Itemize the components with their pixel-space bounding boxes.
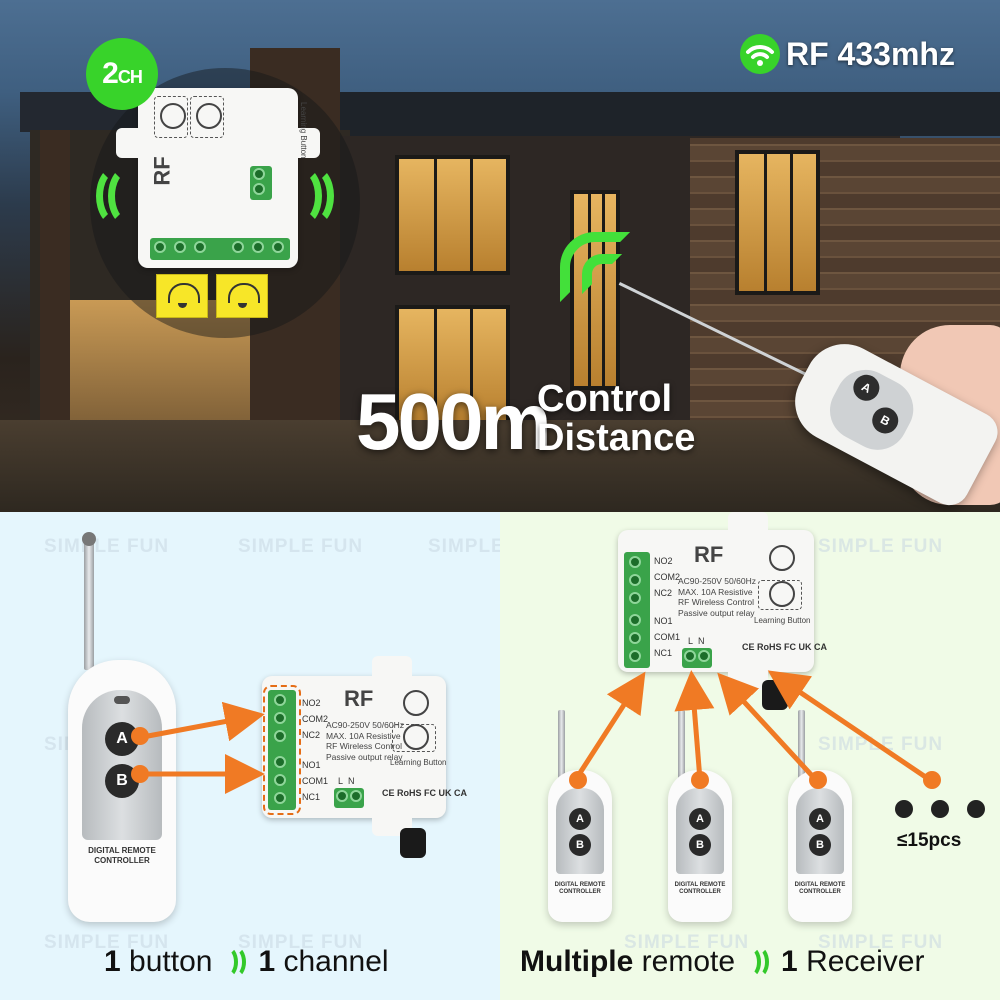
relay-terminal-block — [263, 685, 301, 815]
remote-button-a[interactable]: A — [809, 808, 831, 830]
power-terminal — [250, 166, 272, 200]
terminal-label: NO2 — [302, 698, 321, 708]
learning-button[interactable] — [392, 724, 436, 752]
remote-button-b[interactable]: B — [689, 834, 711, 856]
antenna-wire — [762, 680, 788, 710]
signal-wave-icon — [300, 166, 334, 226]
distance-value: 500m — [356, 377, 552, 466]
signal-wave-icon — [222, 946, 248, 978]
remote-antenna — [84, 540, 94, 670]
watermark: SIMPLE FUN — [818, 734, 944, 755]
remote-antenna — [558, 710, 565, 800]
watermark: SIMPLE FUN — [44, 536, 170, 557]
remote-button-b[interactable]: B — [105, 764, 139, 798]
learning-button[interactable] — [392, 690, 436, 718]
learning-button[interactable] — [758, 580, 802, 610]
watermark: SIMPLE FUN — [238, 536, 364, 557]
power-label: L N — [688, 636, 705, 646]
more-remotes-dots — [895, 800, 985, 818]
learning-button[interactable] — [758, 544, 802, 574]
power-terminal — [334, 788, 364, 808]
terminal-label: COM2 — [654, 572, 681, 582]
rf-frequency-label: RF 433mhz — [740, 34, 955, 74]
max-remotes-label: ≤15pcs — [897, 830, 962, 851]
house-pillar — [40, 130, 70, 470]
house-window — [395, 305, 510, 425]
mount-tab — [372, 656, 412, 686]
receiver-left: RF NO2 COM2 NC2 NO1 COM1 NC1 AC90-250V 5… — [262, 656, 467, 836]
terminal-label: NO1 — [654, 616, 673, 626]
signal-wave-icon — [96, 166, 130, 226]
cert-marks: CE RoHS FC UK CA — [382, 788, 467, 798]
wifi-icon — [740, 34, 780, 74]
power-label: L N — [338, 776, 355, 786]
relay-terminal-block — [624, 552, 650, 668]
terminal-block — [150, 238, 290, 260]
terminal-label: COM1 — [302, 776, 329, 786]
learning-label: Learning Button — [299, 102, 308, 159]
learning-label: Learning Button — [390, 758, 447, 767]
left-caption: 1 button 1 channel — [104, 945, 389, 978]
cert-marks: CE RoHS FC UK CA — [742, 642, 827, 652]
remote-button-b[interactable]: B — [809, 834, 831, 856]
watermark: SIMPLE FUN — [818, 932, 944, 953]
lamp-icon — [216, 274, 268, 318]
remote-button-b[interactable]: B — [569, 834, 591, 856]
watermark: SIMPLE FUN — [818, 536, 944, 557]
remote-led — [114, 696, 130, 704]
terminal-label: COM2 — [302, 714, 329, 724]
terminal-label: NC1 — [654, 648, 673, 658]
roof-right — [330, 92, 1000, 136]
learning-button[interactable] — [190, 96, 224, 138]
receiver-rf-label: RF — [149, 156, 175, 186]
mount-tab — [116, 128, 160, 158]
terminal-label: NC2 — [302, 730, 321, 740]
antenna-wire — [400, 828, 426, 858]
house-window — [735, 150, 820, 295]
mount-tab — [728, 512, 768, 542]
remote-antenna — [678, 710, 685, 800]
remote-button-a[interactable]: A — [689, 808, 711, 830]
terminal-label: NC2 — [654, 588, 673, 598]
mount-tab — [276, 128, 320, 158]
receiver-right: RF NO2 COM2 NC2 NO1 COM1 NC1 AC90-250V 5… — [618, 512, 827, 690]
watermark: SIMPLE FUN — [44, 932, 170, 953]
receiver-top: RF Learning Button — [116, 88, 320, 268]
right-caption: Multiple remote 1 Receiver — [520, 945, 925, 978]
terminal-label: NC1 — [302, 792, 321, 802]
watermark: SIMPLE FUN — [624, 932, 750, 953]
watermark: SIMPLE FUN — [238, 932, 364, 953]
terminal-label: NO1 — [302, 760, 321, 770]
learning-button[interactable] — [154, 96, 188, 138]
house-window — [395, 155, 510, 275]
receiver-rf-label: RF — [344, 686, 374, 711]
lamp-icon — [156, 274, 208, 318]
receiver-rf-label: RF — [694, 542, 724, 567]
signal-wave-icon — [560, 232, 640, 302]
remote-button-a[interactable]: A — [105, 722, 139, 756]
learning-label: Learning Button — [754, 616, 811, 625]
antenna-tip — [82, 532, 96, 546]
remote-button-a[interactable]: A — [569, 808, 591, 830]
signal-wave-icon — [745, 946, 771, 978]
terminal-label: COM1 — [654, 632, 681, 642]
terminal-label: NO2 — [654, 556, 673, 566]
power-terminal — [682, 648, 712, 668]
distance-caption: Control Distance — [537, 378, 696, 459]
